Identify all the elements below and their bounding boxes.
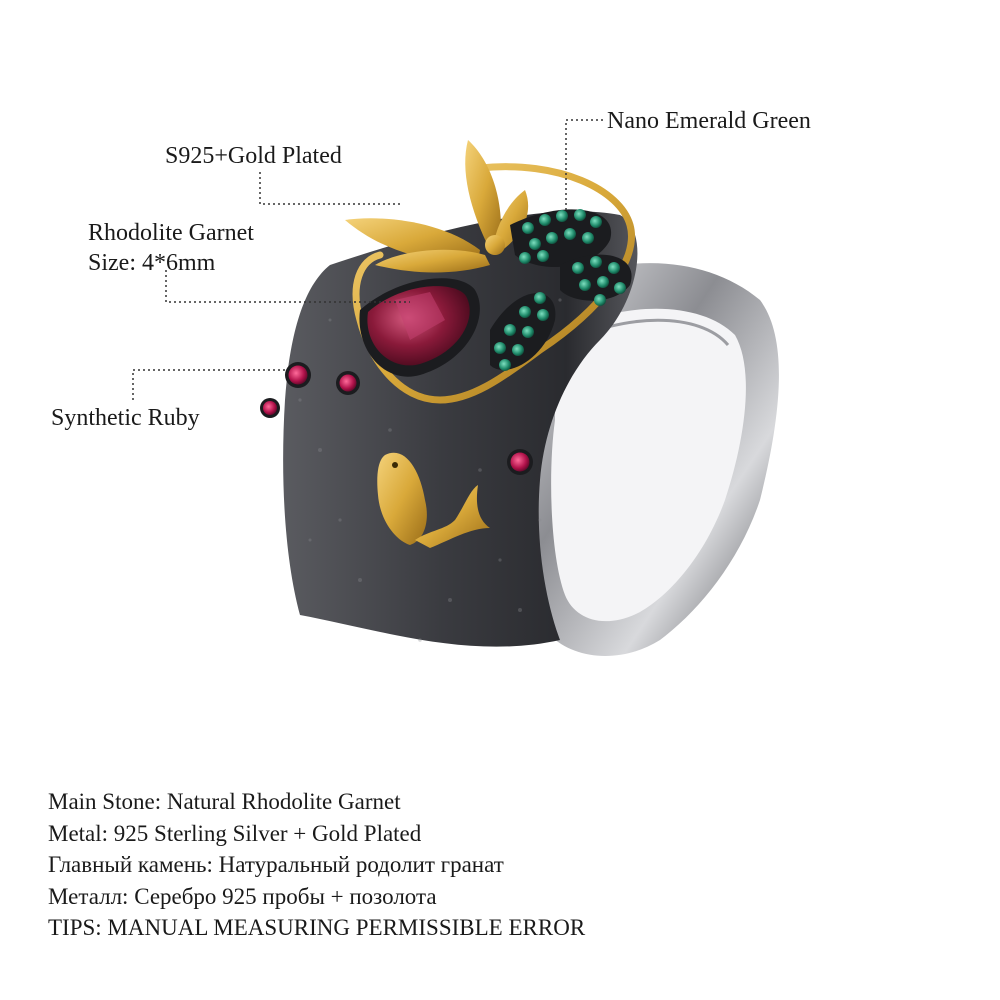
spec-line: TIPS: MANUAL MEASURING PERMISSIBLE ERROR xyxy=(48,915,586,940)
callout-garnet-name: Rhodolite Garnet xyxy=(88,220,254,246)
emerald-pave xyxy=(490,209,632,371)
callout-garnet-size: Size: 4*6mm xyxy=(88,250,216,276)
spec-line: Металл: Серебро 925 пробы + позолота xyxy=(48,883,437,909)
synthetic-rubies xyxy=(260,362,533,475)
ring-band-hole xyxy=(551,308,746,622)
callout-emerald: Nano Emerald Green xyxy=(607,108,811,134)
callout-gold: S925+Gold Plated xyxy=(165,143,342,169)
callout-ruby: Synthetic Ruby xyxy=(51,405,200,431)
gold-lotus xyxy=(345,140,529,273)
gold-koi-fish xyxy=(377,452,490,548)
spec-list: Main Stone: Natural Rhodolite Garnet Met… xyxy=(48,786,585,944)
spec-line: Главный камень: Натуральный родолит гран… xyxy=(48,852,504,877)
spec-line: Metal: 925 Sterling Silver + Gold Plated xyxy=(48,820,422,846)
spec-line: Main Stone: Natural Rhodolite Garnet xyxy=(48,789,401,814)
rhodolite-garnet xyxy=(359,278,480,377)
